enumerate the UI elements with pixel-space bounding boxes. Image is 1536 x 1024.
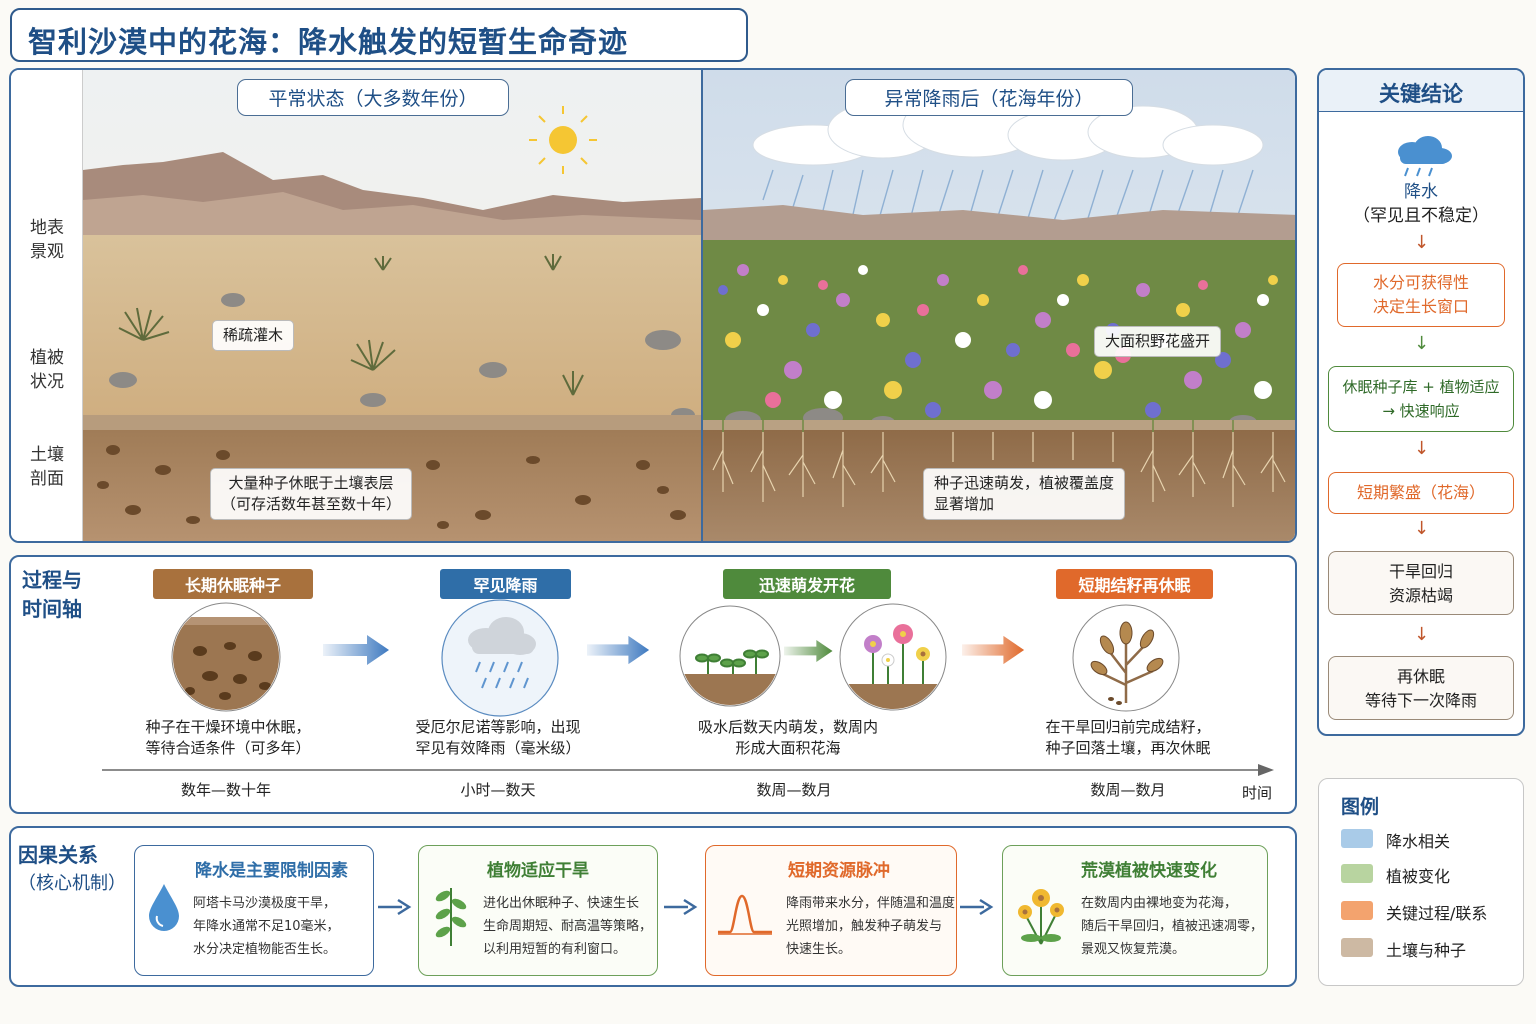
tag-wildflower-bloom: 大面积野花盛开 — [1094, 326, 1222, 357]
conclusion-rain: 降水 （罕见且不稳定） — [1353, 182, 1489, 226]
sprout-icon — [679, 605, 781, 707]
row-label-column — [11, 70, 83, 541]
water-drop-icon — [149, 884, 179, 931]
left-scene-header: 平常状态（大多数年份） — [237, 79, 509, 116]
row-label-surface: 地表 景观 — [30, 218, 64, 262]
stage-caption-seeding: 在干旱回归前完成结籽，种子回落土壤，再次休眠 — [1045, 718, 1211, 757]
cause-card-precipitation: 降水是主要限制因素 阿塔卡马沙漠极度干旱，年降水通常不足10毫米，水分决定植物能… — [134, 845, 374, 976]
stage-title-seeding: 短期结籽再休眠 — [1056, 569, 1213, 599]
tick-label-stage-4: 数周—数月 — [1090, 781, 1166, 799]
right-scene-header: 异常降雨后（花海年份） — [845, 79, 1133, 116]
seed-pod-icon — [1072, 604, 1180, 712]
flower-bunch-icon — [1018, 889, 1064, 945]
legend-label-vegetation: 植被变化 — [1386, 867, 1451, 886]
conclusion-title: 关键结论 — [1379, 82, 1463, 106]
flowers-icon — [839, 603, 947, 711]
tick-label-stage-2: 小时—数天 — [460, 781, 536, 799]
down-arrow-icon: ↓ — [1414, 232, 1430, 253]
down-arrow-icon: ↓ — [1414, 518, 1430, 539]
conclusion-seed-bank: 休眠种子库 + 植物适应→ 快速响应 — [1328, 366, 1514, 432]
time-axis-label: 时间 — [1241, 784, 1272, 802]
legend-title: 图例 — [1341, 796, 1380, 818]
arrow-right-icon — [784, 639, 833, 663]
pulse-graph-icon — [718, 894, 772, 935]
causal-label: 因果关系 （核心机制） — [18, 843, 126, 894]
tick-label-stage-1: 数年—数十年 — [180, 781, 271, 799]
stage-title-germination: 迅速萌发开花 — [723, 569, 891, 599]
legend-swatch-soil-seed — [1341, 938, 1373, 957]
tick-label-stage-3: 数周—数月 — [756, 781, 832, 799]
tag-sparse-shrub: 稀疏灌木 — [212, 320, 295, 351]
arrow-right-icon — [323, 635, 389, 665]
tag-dormant-seeds: 大量种子休眠于土壤表层 （可存活数年甚至数十年） — [210, 468, 413, 520]
row-label-vegetation: 植被 状况 — [30, 348, 64, 392]
tag-rapid-germination: 种子迅速萌发，植被覆盖度 显著增加 — [923, 468, 1126, 520]
legend-label-precipitation: 降水相关 — [1386, 832, 1451, 851]
stage-caption-germination: 吸水后数天内萌发，数周内形成大面积花海 — [697, 718, 878, 757]
time-axis — [102, 764, 1274, 776]
arrow-right-icon — [587, 635, 650, 665]
arrow-right-icon — [378, 898, 412, 916]
page-title: 智利沙漠中的花海：降水触发的短暂生命奇迹 — [10, 8, 748, 62]
down-arrow-icon: ↓ — [1414, 624, 1430, 645]
scene-panel: 地表 景观 植被 状况 土壤 剖面 — [9, 68, 1297, 543]
conclusion-drought-return: 干旱回归资源枯竭 — [1328, 551, 1514, 615]
legend-swatch-key-process — [1341, 901, 1373, 920]
row-label-soil: 土壤 剖面 — [30, 445, 64, 489]
sun-icon — [529, 106, 597, 174]
down-arrow-icon: ↓ — [1414, 333, 1430, 354]
conclusion-short-bloom: 短期繁盛（花海） — [1328, 472, 1514, 514]
cause-card-resource-pulse: 短期资源脉冲 降雨带来水分，伴随温和温度光照增加，触发种子萌发与快速生长。 — [705, 845, 957, 976]
plant-sprig-icon — [435, 888, 467, 946]
arrow-right-icon — [960, 898, 994, 916]
legend-label-key-process: 关键过程/联系 — [1386, 904, 1488, 923]
down-arrow-icon: ↓ — [1414, 438, 1430, 459]
rain-cloud-icon — [1398, 136, 1452, 177]
stage-caption-dormant-seeds: 种子在干燥环境中休眠，等待合适条件（可多年） — [145, 718, 311, 757]
stage-title-rare-rain: 罕见降雨 — [440, 569, 571, 599]
legend-label-soil-seed: 土壤与种子 — [1386, 941, 1467, 960]
cause-card-drought-adaptation: 植物适应干旱 进化出休眠种子、快速生长生命周期短、耐高温等策略，以利用短暂的有利… — [418, 845, 658, 976]
legend-swatch-vegetation — [1341, 864, 1373, 883]
process-label: 过程与 时间轴 — [22, 568, 82, 621]
arrow-right-icon — [962, 635, 1025, 665]
dry-desert-scene — [83, 70, 701, 541]
rain-cloud-icon — [441, 599, 559, 717]
conclusion-header — [1319, 70, 1523, 112]
cause-card-vegetation-change: 荒漠植被快速变化 在数周内由裸地变为花海，随后干旱回归，植被迅速凋零，景观又恢复… — [1002, 845, 1268, 976]
cloud-icon — [752, 92, 1264, 166]
legend-swatch-precipitation — [1341, 829, 1373, 848]
scene-divider — [701, 70, 703, 541]
arrow-right-icon — [664, 898, 698, 916]
stage-title-dormant-seeds: 长期休眠种子 — [153, 569, 313, 599]
conclusion-redormancy: 再休眠等待下一次降雨 — [1328, 656, 1514, 720]
dormant-seeds-icon — [171, 602, 281, 712]
conclusion-water-window: 水分可获得性决定生长窗口 — [1337, 263, 1505, 327]
stage-caption-rare-rain: 受厄尔尼诺等影响，出现罕见有效降雨（毫米级） — [415, 718, 581, 757]
